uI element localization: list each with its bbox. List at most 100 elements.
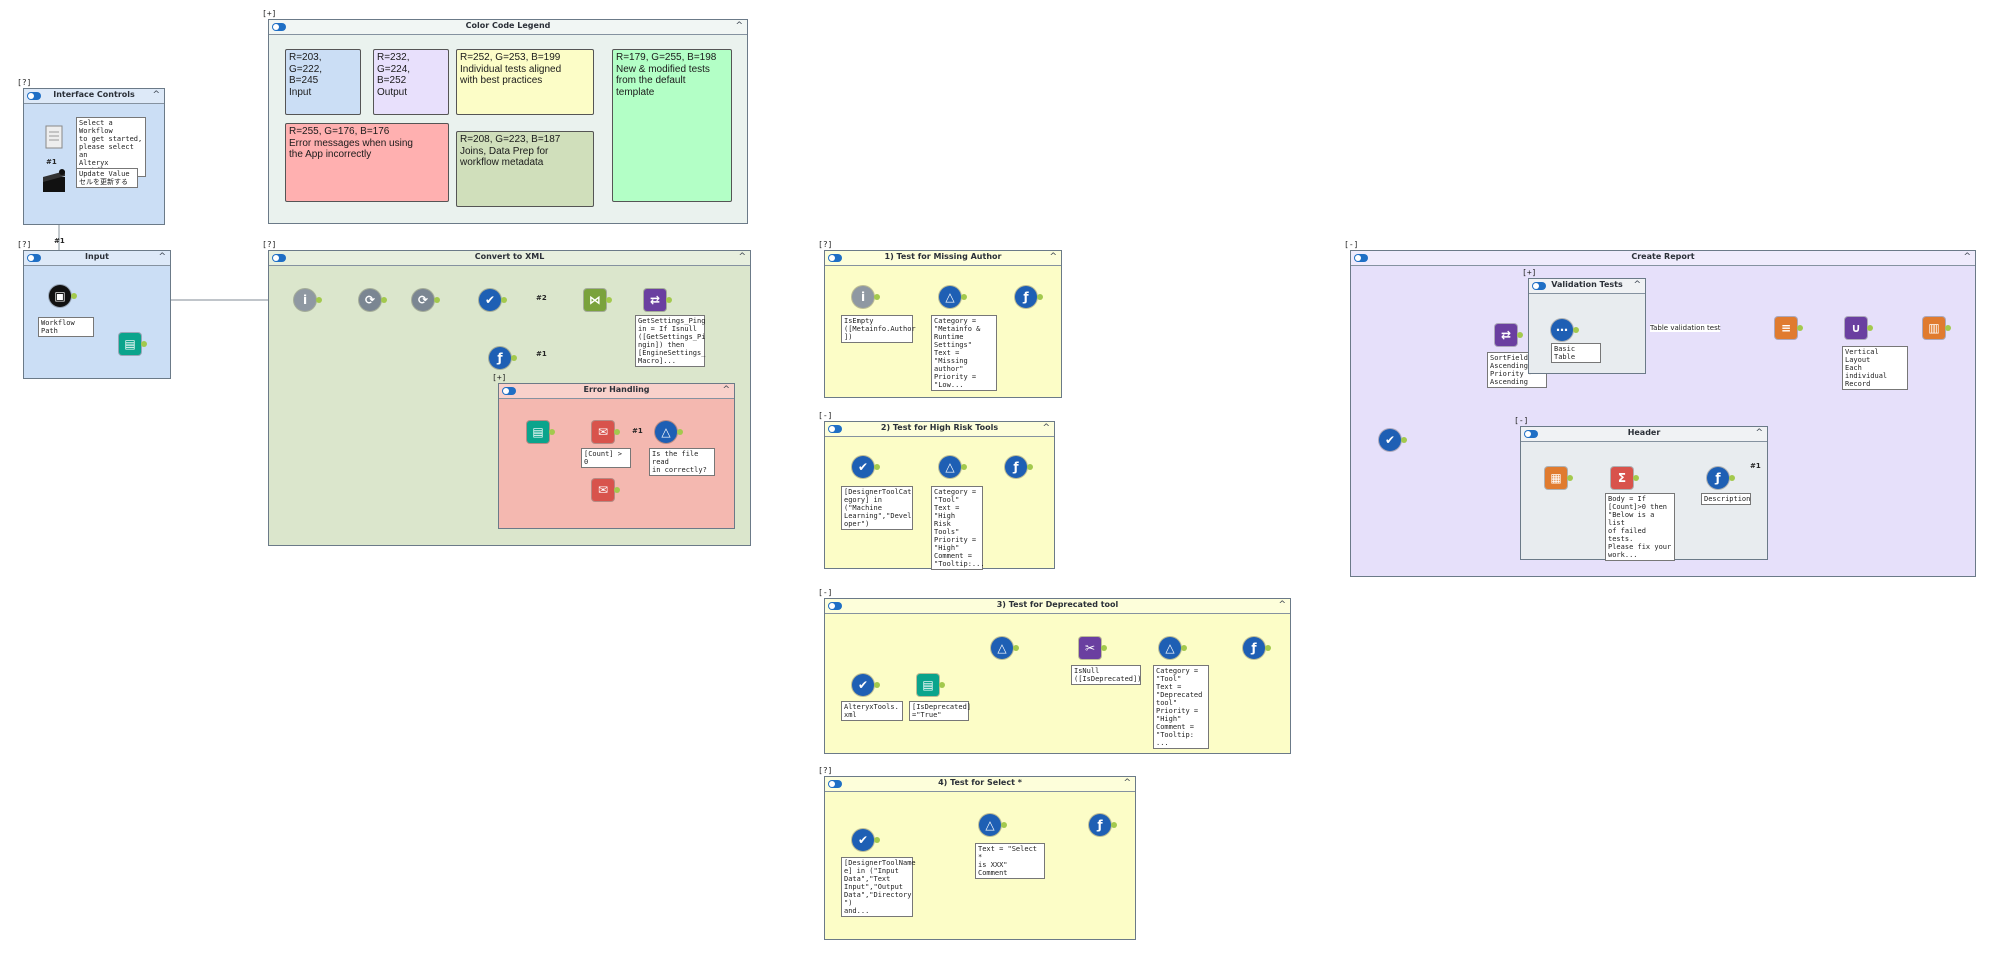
- header-container[interactable]: [-] Header ^ Body = If [Count]>0 then "B…: [1514, 416, 1768, 561]
- toggle-icon[interactable]: [828, 780, 842, 788]
- output-anchor[interactable]: [1567, 475, 1573, 481]
- output-anchor[interactable]: [1037, 294, 1043, 300]
- action-icon[interactable]: [42, 169, 68, 193]
- output-anchor[interactable]: [614, 429, 620, 435]
- output-anchor[interactable]: [874, 464, 880, 470]
- container-header[interactable]: Validation Tests ^: [1529, 279, 1645, 294]
- toggle-icon[interactable]: [1354, 254, 1368, 262]
- input-folder-icon[interactable]: ▤: [917, 674, 939, 696]
- output-anchor[interactable]: [381, 297, 387, 303]
- collapse-icon[interactable]: ^: [1963, 252, 1971, 262]
- container-header[interactable]: Error Handling ^: [499, 384, 734, 399]
- file-browse-icon[interactable]: [44, 125, 66, 151]
- output-anchor[interactable]: [961, 294, 967, 300]
- test-select-star-container[interactable]: [?] 4) Test for Select * ^ [DesignerTool…: [818, 766, 1136, 940]
- toggle-icon[interactable]: [272, 23, 286, 31]
- formula-icon[interactable]: ƒ: [1707, 467, 1729, 489]
- collapse-icon[interactable]: ^: [735, 21, 743, 31]
- select-icon[interactable]: ✔: [479, 289, 501, 311]
- create-report-container[interactable]: [-] Create Report ^ SortFields: Ascendin…: [1344, 240, 1976, 577]
- container-header[interactable]: Convert to XML ^: [269, 251, 750, 266]
- sort-icon[interactable]: ⋯: [1551, 319, 1573, 341]
- output-anchor[interactable]: [874, 682, 880, 688]
- xml-parse-icon[interactable]: ⟳: [412, 289, 434, 311]
- test-missing-author-container[interactable]: [?] 1) Test for Missing Author ^ IsEmpty…: [818, 240, 1062, 398]
- container-header[interactable]: Header ^: [1521, 427, 1767, 442]
- output-anchor[interactable]: [1027, 464, 1033, 470]
- toggle-icon[interactable]: [27, 92, 41, 100]
- toggle-icon[interactable]: [272, 254, 286, 262]
- collapse-icon[interactable]: ^: [152, 90, 160, 100]
- toggle-icon[interactable]: [828, 602, 842, 610]
- collapse-icon[interactable]: ^: [1633, 280, 1641, 290]
- container-header[interactable]: Color Code Legend ^: [269, 20, 747, 35]
- select-icon[interactable]: ✔: [852, 674, 874, 696]
- select-icon[interactable]: ✔: [852, 829, 874, 851]
- collapse-icon[interactable]: ^: [1049, 252, 1057, 262]
- output-anchor[interactable]: [1867, 325, 1873, 331]
- container-header[interactable]: 1) Test for Missing Author ^: [825, 251, 1061, 266]
- output-anchor[interactable]: [1401, 437, 1407, 443]
- container-header[interactable]: Interface Controls ^: [24, 89, 164, 104]
- container-header[interactable]: 3) Test for Deprecated tool ^: [825, 599, 1290, 614]
- formula-icon[interactable]: ƒ: [1005, 456, 1027, 478]
- collapse-icon[interactable]: ^: [722, 385, 730, 395]
- filter-icon[interactable]: △: [939, 456, 961, 478]
- collapse-icon[interactable]: ^: [1042, 423, 1050, 433]
- toggle-icon[interactable]: [1532, 282, 1546, 290]
- validation-tests-container[interactable]: [+] Validation Tests ^ Basic Table: [1522, 268, 1646, 374]
- toggle-icon[interactable]: [502, 387, 516, 395]
- toggle-icon[interactable]: [1524, 430, 1538, 438]
- find-replace-icon[interactable]: ✂: [1079, 637, 1101, 659]
- message-icon[interactable]: ✉: [592, 479, 614, 501]
- output-anchor[interactable]: [606, 297, 612, 303]
- filter-icon[interactable]: △: [991, 637, 1013, 659]
- transpose-icon[interactable]: ⇄: [644, 289, 666, 311]
- text-report-icon[interactable]: ≡: [1775, 317, 1797, 339]
- output-anchor[interactable]: [501, 297, 507, 303]
- output-anchor[interactable]: [1265, 645, 1271, 651]
- output-anchor[interactable]: [1013, 645, 1019, 651]
- collapse-icon[interactable]: ^: [1755, 428, 1763, 438]
- output-anchor[interactable]: [434, 297, 440, 303]
- formula-icon[interactable]: ƒ: [489, 347, 511, 369]
- collapse-icon[interactable]: ^: [1123, 778, 1131, 788]
- container-header[interactable]: Input ^: [24, 251, 170, 266]
- filter-icon[interactable]: △: [979, 814, 1001, 836]
- output-anchor[interactable]: [1111, 822, 1117, 828]
- output-anchor[interactable]: [677, 429, 683, 435]
- output-anchor[interactable]: [1181, 645, 1187, 651]
- output-anchor[interactable]: [549, 429, 555, 435]
- test-deprecated-container[interactable]: [-] 3) Test for Deprecated tool ^ Altery…: [818, 588, 1291, 754]
- collapse-icon[interactable]: ^: [738, 252, 746, 262]
- info-icon[interactable]: i: [852, 286, 874, 308]
- input-container[interactable]: [?] Input ^ Workflow Path: [17, 240, 171, 379]
- message-icon[interactable]: ✉: [592, 421, 614, 443]
- table-icon[interactable]: ▦: [1545, 467, 1567, 489]
- output-anchor[interactable]: [141, 341, 147, 347]
- formula-icon[interactable]: ƒ: [1243, 637, 1265, 659]
- output-anchor[interactable]: [1797, 325, 1803, 331]
- join-icon[interactable]: ⋈: [584, 289, 606, 311]
- filter-icon[interactable]: △: [1159, 637, 1181, 659]
- output-anchor[interactable]: [1001, 822, 1007, 828]
- output-anchor[interactable]: [961, 464, 967, 470]
- input-folder-icon[interactable]: ▤: [119, 333, 141, 355]
- error-handling-container[interactable]: [+] Error Handling ^ [Count] > 0 Is the …: [492, 373, 735, 529]
- filter-icon[interactable]: △: [939, 286, 961, 308]
- output-anchor[interactable]: [1945, 325, 1951, 331]
- output-anchor[interactable]: [511, 355, 517, 361]
- collapse-icon[interactable]: ^: [1278, 600, 1286, 610]
- toggle-icon[interactable]: [27, 254, 41, 262]
- transpose-icon[interactable]: ⇄: [1495, 324, 1517, 346]
- output-anchor[interactable]: [71, 293, 77, 299]
- info-icon[interactable]: i: [294, 289, 316, 311]
- output-anchor[interactable]: [316, 297, 322, 303]
- container-header[interactable]: 4) Test for Select * ^: [825, 777, 1135, 792]
- output-anchor[interactable]: [614, 487, 620, 493]
- toggle-icon[interactable]: [828, 425, 842, 433]
- toggle-icon[interactable]: [828, 254, 842, 262]
- container-header[interactable]: 2) Test for High Risk Tools ^: [825, 422, 1054, 437]
- output-anchor[interactable]: [874, 837, 880, 843]
